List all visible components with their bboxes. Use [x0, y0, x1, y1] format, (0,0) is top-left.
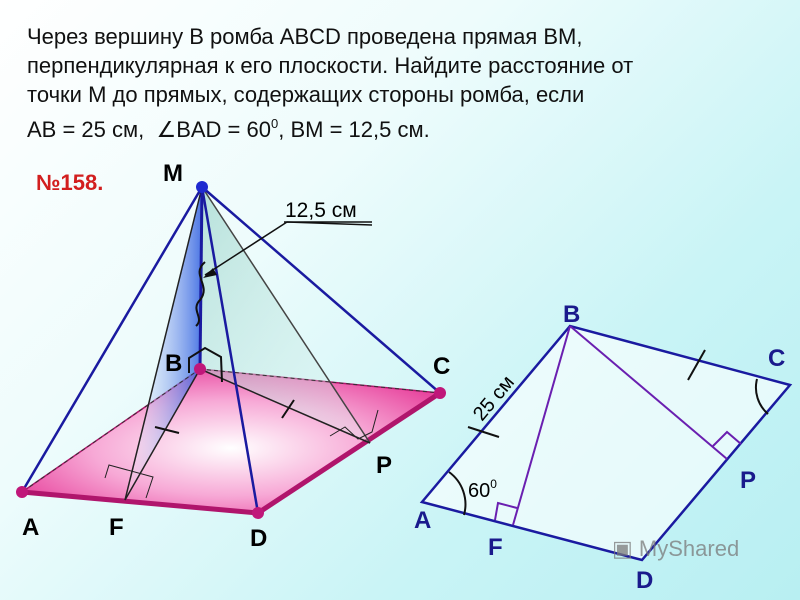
svg-text:F: F — [109, 514, 124, 541]
angle-expression: ∠BAD = 60 — [156, 117, 271, 142]
bm-length-label: 12,5 см — [285, 199, 357, 222]
rhombus-base — [19, 368, 443, 514]
presentation-icon: ▣ — [612, 536, 639, 561]
svg-text:P: P — [740, 467, 756, 494]
problem-statement: Через вершину В ромба ABCD проведена пря… — [27, 22, 787, 144]
svg-text:M: M — [163, 160, 183, 187]
vertex-m — [196, 181, 208, 193]
watermark: ▣ MyShared — [612, 536, 740, 561]
rhombus-2d: 25 см 600 B C P A F D — [414, 301, 793, 594]
svg-text:C: C — [768, 345, 785, 372]
svg-text:B: B — [165, 350, 182, 377]
svg-text:A: A — [22, 514, 39, 541]
height-bp — [569, 325, 728, 460]
svg-text:F: F — [488, 534, 503, 561]
pyramid-3d: M 12,5 см B C P A F D — [16, 160, 450, 552]
problem-line-4: AB = 25 см, ∠BAD = 600, BM = 12,5 см. — [27, 116, 430, 142]
problem-line-3: точки М до прямых, содержащих стороны ро… — [27, 82, 585, 107]
problem-line-2: перпендикулярная к его плоскости. Найдит… — [27, 53, 634, 78]
svg-text:P: P — [376, 452, 392, 479]
right-angle-b — [188, 346, 223, 383]
angle-label: 600 — [468, 477, 497, 502]
svg-text:C: C — [433, 353, 450, 380]
problem-line-1: Через вершину В ромба ABCD проведена пря… — [27, 24, 583, 49]
svg-text:D: D — [250, 525, 267, 552]
svg-text:D: D — [636, 567, 653, 594]
height-bf — [512, 325, 571, 526]
svg-text:A: A — [414, 507, 431, 534]
svg-text:B: B — [563, 301, 580, 328]
problem-number: №158. — [36, 170, 104, 195]
